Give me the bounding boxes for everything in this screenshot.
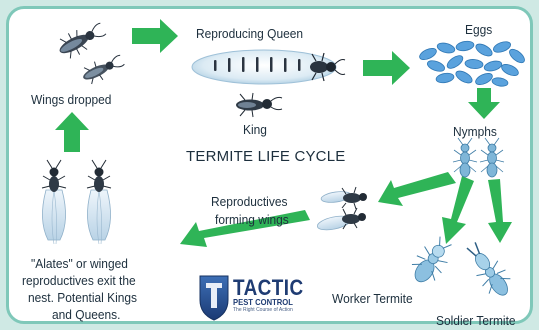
eggs-cluster [418, 40, 527, 88]
label-alates-line2: reproductives exit the [22, 273, 136, 289]
label-king: King [243, 122, 267, 138]
tactic-logo-text: TACTIC PEST CONTROL The Right Course of … [233, 278, 315, 313]
queen-termite-illustration [192, 50, 345, 84]
label-reproductives-line2: forming wings [215, 212, 289, 228]
reproductive-termite-lower [316, 208, 366, 232]
arrow-nymphs-to-soldier [488, 179, 512, 243]
arrow-nymphs-to-worker [442, 176, 474, 244]
label-eggs: Eggs [465, 22, 492, 38]
label-wings-dropped: Wings dropped [31, 92, 111, 108]
logo-tagline: The Right Course of Action [233, 307, 315, 313]
label-reproductives-line1: Reproductives [211, 194, 287, 210]
diagram-title: TERMITE LIFE CYCLE [186, 148, 345, 165]
logo-subtitle: PEST CONTROL [233, 298, 307, 307]
king-termite-illustration [236, 93, 282, 117]
alate-termite-left [42, 160, 66, 244]
arrow-nymphs-to-reproductives [378, 172, 456, 206]
wings-dropped-termite-top [54, 18, 109, 62]
label-worker-termite: Worker Termite [332, 291, 413, 307]
label-alates-line4: and Queens. [52, 307, 120, 323]
tactic-logo-shield [200, 276, 228, 320]
soldier-termite-illustration [460, 237, 517, 302]
nymph-termite-right [480, 138, 504, 177]
arrow-eggs-to-nymphs [468, 88, 500, 119]
worker-termite-illustration [405, 232, 458, 289]
wings-dropped-termite-bottom [79, 51, 126, 87]
alate-termite-right [87, 160, 111, 244]
arrow-queen-to-eggs [363, 51, 410, 85]
arrow-dropped-to-queen [132, 19, 178, 53]
label-reproducing-queen: Reproducing Queen [196, 26, 303, 42]
reproductive-termite-upper [320, 187, 367, 209]
logo-name: TACTIC [233, 278, 304, 298]
arrow-alates-to-dropped [55, 112, 89, 152]
label-nymphs: Nymphs [453, 124, 497, 140]
label-alates-line3: nest. Potential Kings [28, 290, 137, 306]
label-alates-line1: "Alates" or winged [31, 256, 128, 272]
nymph-termite-left [453, 138, 477, 177]
label-soldier-termite: Soldier Termite [436, 313, 516, 329]
